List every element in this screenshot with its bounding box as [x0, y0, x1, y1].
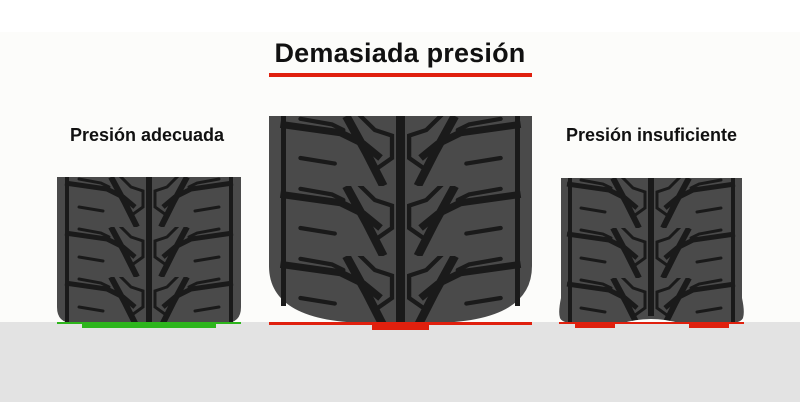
tire-low-pressure — [559, 178, 744, 323]
tire-adequate-pressure — [57, 177, 241, 323]
label-adequate-pressure: Presión adecuada — [70, 125, 225, 145]
contact-patch-under-left — [575, 322, 615, 328]
contact-patch-over — [372, 322, 429, 330]
label-low-pressure: Presión insuficiente — [566, 125, 738, 145]
contact-patch-under-right — [689, 322, 729, 328]
center-title: Demasiada presión — [274, 38, 526, 68]
tire-over-pressure — [269, 116, 532, 323]
title-underline — [269, 73, 532, 77]
ground-surface — [0, 322, 800, 402]
contact-line-under — [559, 322, 744, 324]
contact-patch-adequate — [82, 322, 216, 328]
